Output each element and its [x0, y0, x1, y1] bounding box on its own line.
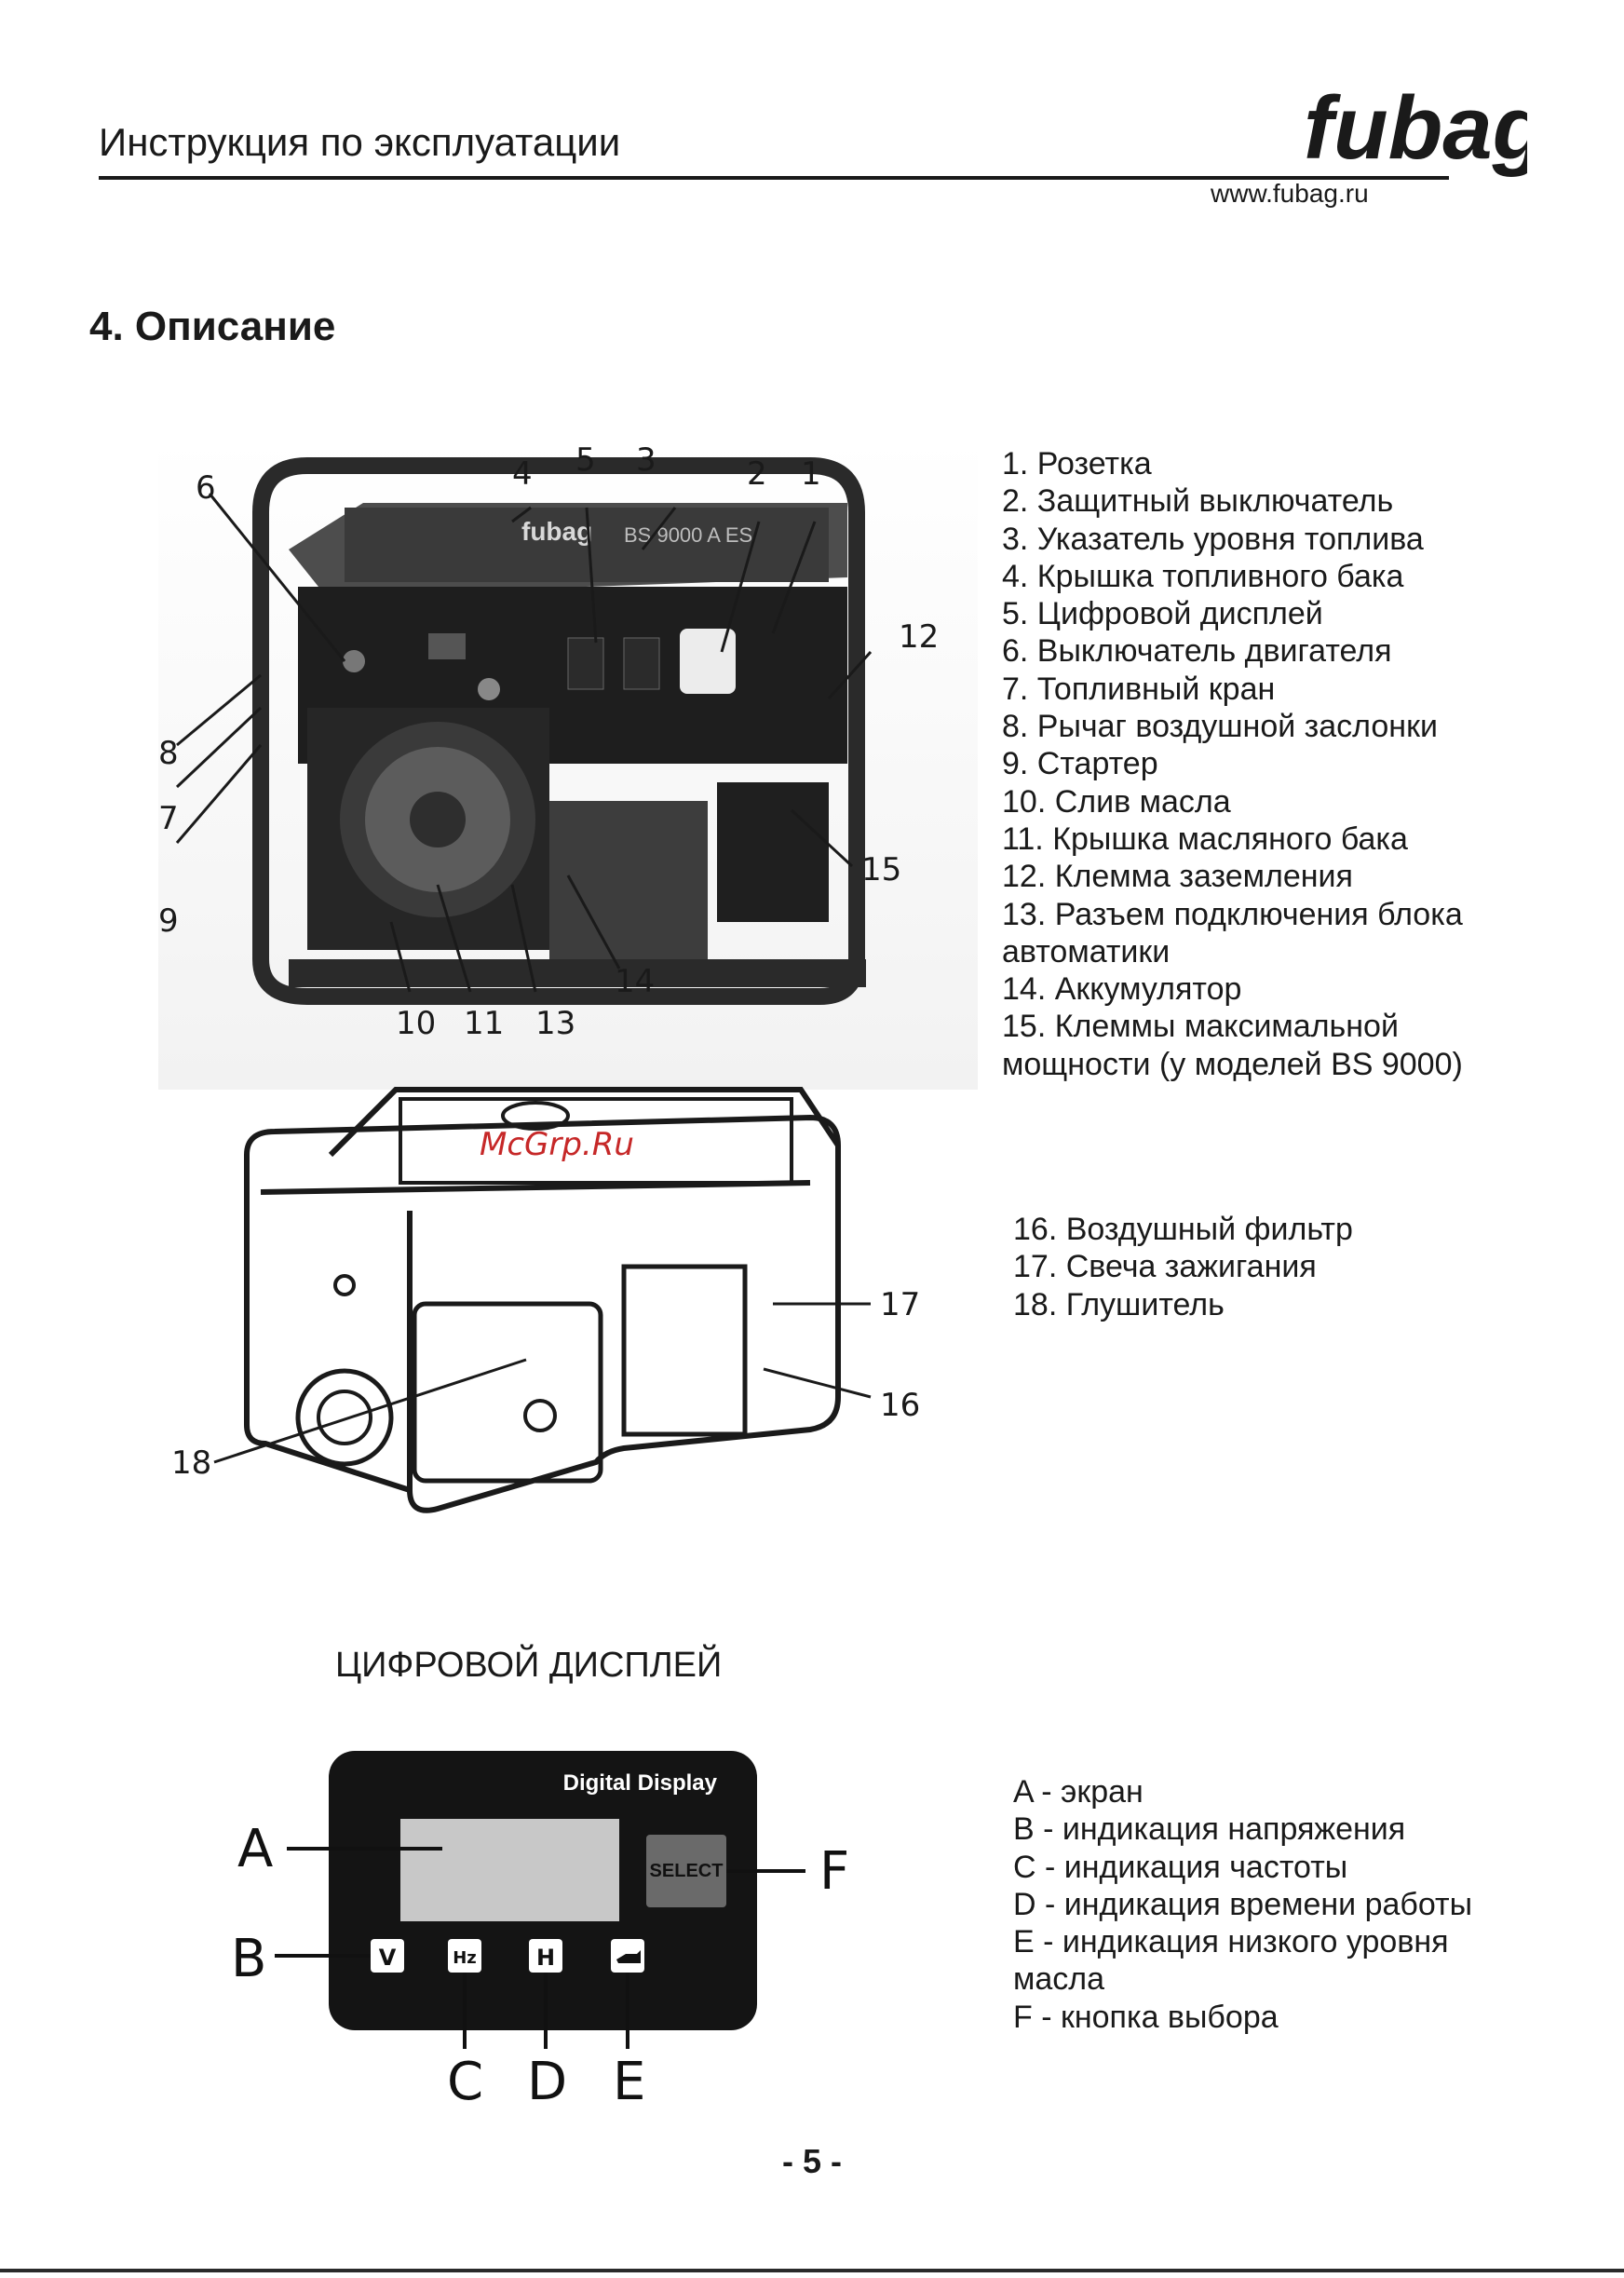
- list-item: 7. Топливный кран: [1002, 671, 1276, 707]
- list-item: 4. Крышка топливного бака: [1002, 558, 1404, 594]
- digital-display-diagram: Digital Display SELECT V Hz H A B C D E …: [231, 1751, 849, 2105]
- hours-icon-label: H: [536, 1945, 555, 1971]
- letter-c: C: [447, 2052, 483, 2105]
- list-item: 6. Выключатель двигателя: [1002, 633, 1392, 670]
- list-item: 14. Аккумулятор: [1002, 971, 1242, 1008]
- legend-item: C - индикация частоты: [1013, 1849, 1348, 1885]
- list-item: мощности (у моделей BS 9000): [1002, 1046, 1463, 1082]
- panel-label: Digital Display: [563, 1770, 718, 1796]
- callout-16: 16: [880, 1387, 920, 1424]
- display-section-title: ЦИФРОВОЙ ДИСПЛЕЙ: [335, 1646, 723, 1685]
- callout-1: 1: [801, 455, 821, 493]
- list-item: 1. Розетка: [1002, 446, 1152, 481]
- frequency-icon-label: Hz: [453, 1948, 477, 1968]
- list-item: 13. Разъем подключения блока: [1002, 896, 1463, 932]
- legend-item: F - кнопка выбора: [1013, 1999, 1279, 2035]
- legend-item: масла: [1013, 1961, 1105, 1998]
- list-item: 10. Слив масла: [1002, 783, 1231, 820]
- header-rule: [99, 176, 1449, 180]
- display-screen: [400, 1819, 619, 1921]
- list-item: 18. Глушитель: [1013, 1286, 1225, 1322]
- list-item: 9. Стартер: [1002, 746, 1158, 782]
- parts-list-rear: 16. Воздушный фильтр 17. Свеча зажигания…: [1013, 1211, 1353, 1323]
- legend-item: E - индикация низкого уровня: [1013, 1924, 1449, 1960]
- list-item: 15. Клеммы максимальной: [1002, 1009, 1399, 1045]
- callout-14: 14: [615, 963, 655, 1000]
- list-item: 16. Воздушный фильтр: [1013, 1212, 1353, 1247]
- select-button: [646, 1835, 726, 1907]
- list-item: 8. Рычаг воздушной заслонки: [1002, 709, 1438, 745]
- photo-brand: fubag: [521, 517, 592, 546]
- website-url: www.fubag.ru: [1211, 179, 1369, 208]
- list-item: 11. Крышка масляного бака: [1002, 820, 1408, 857]
- fubag-logo: fubag: [1304, 78, 1527, 178]
- document-title: Инструкция по эксплуатации: [99, 120, 621, 164]
- legend-item: D - индикация времени работы: [1013, 1886, 1473, 1922]
- callout-13: 13: [535, 1005, 575, 1042]
- callout-11: 11: [464, 1005, 504, 1042]
- letter-b: B: [231, 1929, 266, 1989]
- callout-10: 10: [396, 1005, 436, 1042]
- list-item: 12. Клемма заземления: [1002, 859, 1353, 895]
- hours-icon: [529, 1939, 562, 1973]
- callout-17: 17: [880, 1286, 920, 1323]
- callout-15: 15: [861, 851, 901, 888]
- callout-7: 7: [158, 800, 179, 837]
- photo-model: BS 9000 A ES: [624, 523, 752, 547]
- display-legend: A - экран B - индикация напряжения C - и…: [1013, 1773, 1472, 2036]
- voltage-icon-label: V: [379, 1945, 397, 1971]
- letter-f: F: [819, 1841, 849, 1902]
- letter-d: D: [527, 2052, 567, 2105]
- callout-5: 5: [575, 441, 596, 479]
- bottom-rule: [0, 2269, 1624, 2272]
- callout-12: 12: [899, 618, 939, 656]
- legend-item: B - индикация напряжения: [1013, 1811, 1406, 1848]
- parts-list-front: 1. Розетка 2. Защитный выключатель 3. Ук…: [1002, 445, 1463, 1083]
- callout-3: 3: [636, 441, 656, 479]
- voltage-icon: [371, 1939, 404, 1973]
- logo-text: fubag: [1304, 78, 1527, 178]
- letter-e: E: [613, 2052, 645, 2105]
- section-title: 4. Описание: [89, 304, 336, 349]
- frequency-icon: [448, 1939, 481, 1973]
- letter-a: A: [237, 1819, 273, 1879]
- list-item: автоматики: [1002, 933, 1171, 970]
- generator-front-photo: fubag BS 9000 A ES 1 2 3 5 4 6 1: [158, 438, 978, 1090]
- callout-18: 18: [171, 1444, 211, 1482]
- legend-item: A - экран: [1013, 1774, 1144, 1810]
- list-item: 5. Цифровой дисплей: [1002, 596, 1323, 632]
- list-item: 2. Защитный выключатель: [1002, 483, 1394, 520]
- list-item: 17. Свеча зажигания: [1013, 1249, 1317, 1285]
- callout-8: 8: [158, 735, 179, 772]
- page-number: - 5 -: [781, 2142, 842, 2180]
- callout-6: 6: [196, 469, 216, 507]
- select-label: SELECT: [650, 1861, 724, 1881]
- generator-rear-sketch: McGrp.Ru 17 16 18: [171, 1087, 920, 1513]
- list-item: 3. Указатель уровня топлива: [1002, 521, 1424, 557]
- callout-4: 4: [512, 455, 533, 493]
- callout-2: 2: [747, 455, 767, 493]
- watermark: McGrp.Ru: [480, 1126, 634, 1163]
- callout-9: 9: [158, 902, 179, 940]
